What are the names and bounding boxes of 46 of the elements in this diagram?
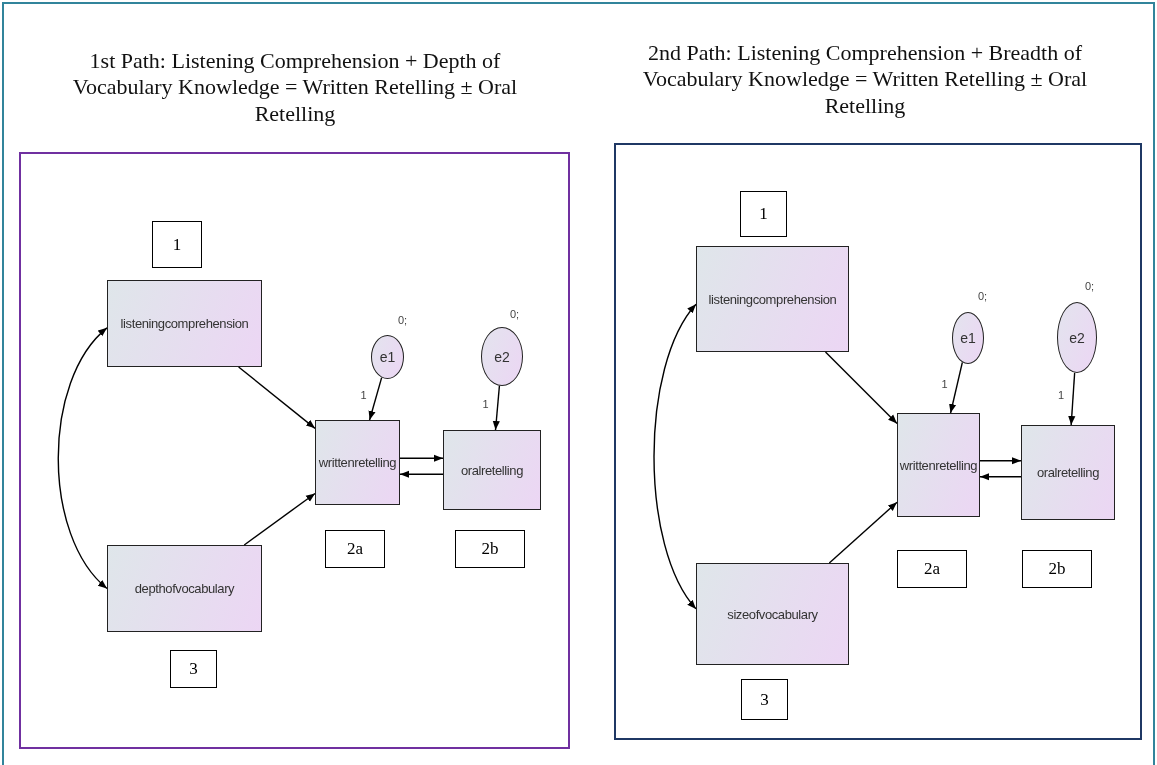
step-number-box: 2b	[1022, 550, 1092, 588]
variance-label: 0;	[978, 290, 988, 302]
variance-label: 0;	[398, 314, 408, 326]
error-term-ellipse: e1	[952, 312, 984, 364]
step-number-box: 2b	[455, 530, 525, 568]
step-number-box: 2a	[897, 550, 967, 588]
path-arrow	[979, 457, 1022, 465]
path-arrow	[949, 361, 964, 414]
path-arrow	[368, 376, 383, 421]
path-arrow	[1068, 372, 1076, 426]
path-weight-label: 1	[1056, 388, 1066, 401]
path-weight-label: 1	[359, 388, 368, 401]
path-arrow	[492, 385, 501, 431]
path-arrow	[828, 501, 898, 564]
step-number-box: 3	[170, 650, 217, 688]
path-weight-label: 1	[481, 397, 490, 410]
observed-variable-box: listeningcomprehension	[696, 246, 849, 352]
panel-title: 2nd Path: Listening Comprehension + Breadth of Vocabulary Knowledge = Written Retelling ± Oral Retelling	[641, 40, 1089, 120]
observed-variable-box: depthofvocabulary	[107, 545, 262, 632]
model-panel	[19, 152, 570, 749]
path-arrow	[399, 470, 444, 478]
observed-variable-box: writtenretelling	[315, 420, 400, 505]
model-panel	[614, 143, 1142, 740]
panel-title: 1st Path: Listening Comprehension + Depth of Vocabulary Knowledge = Written Retelling ± Oral Retelling	[71, 48, 519, 128]
covariance-arrow	[57, 327, 108, 590]
step-number-box: 3	[741, 679, 788, 720]
path-arrow	[824, 351, 898, 425]
observed-variable-box: oralretelling	[1021, 425, 1115, 520]
error-term-ellipse: e1	[371, 335, 404, 379]
variance-label: 0;	[1085, 280, 1095, 292]
step-number-box: 2a	[325, 530, 385, 568]
path-arrow	[243, 492, 316, 546]
variance-label: 0;	[510, 308, 520, 320]
covariance-arrow	[653, 303, 697, 610]
observed-variable-box: sizeofvocabulary	[696, 563, 849, 665]
path-weight-label: 1	[940, 377, 949, 390]
error-term-ellipse: e2	[1057, 302, 1097, 373]
observed-variable-box: listeningcomprehension	[107, 280, 262, 367]
step-number-box: 1	[740, 191, 787, 237]
path-arrow	[979, 473, 1022, 481]
step-number-box: 1	[152, 221, 202, 268]
path-arrow	[237, 366, 316, 430]
error-term-ellipse: e2	[481, 327, 523, 386]
path-arrow	[399, 454, 444, 462]
observed-variable-box: writtenretelling	[897, 413, 980, 517]
observed-variable-box: oralretelling	[443, 430, 541, 510]
